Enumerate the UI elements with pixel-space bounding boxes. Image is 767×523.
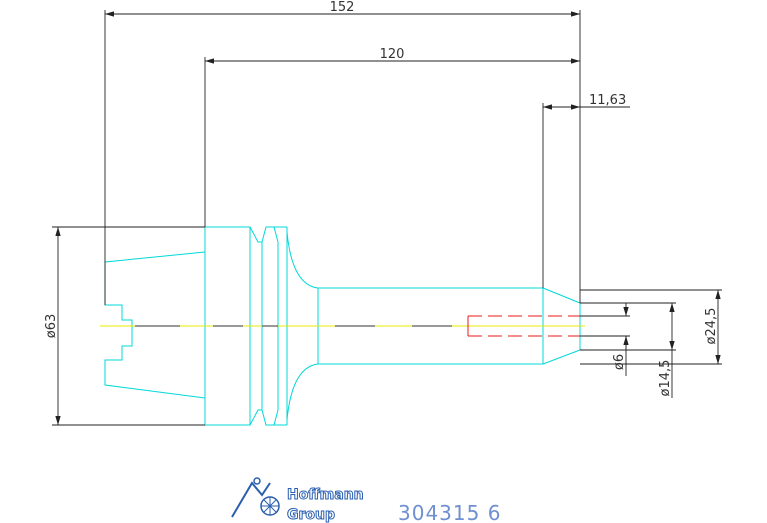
- brand-name-line2: Group: [287, 507, 335, 523]
- dimension-overall-length: 152: [104, 0, 581, 305]
- dimension-14-5-label: ø14,5: [658, 360, 673, 397]
- part-number: 304315 6: [398, 501, 501, 523]
- dimension-6-label: ø6: [612, 354, 627, 370]
- dimension-right-diameters: ø6 ø14,5 ø24,5: [580, 289, 722, 398]
- dimension-120-label: 120: [380, 47, 405, 62]
- brand-name-line1: Hoffmann: [287, 487, 364, 503]
- dimension-tip-length: 11,63: [542, 93, 630, 288]
- dimension-shank-length: 120: [204, 47, 580, 227]
- tool-holder-outline: [104, 226, 581, 426]
- dimension-24-5-label: ø24,5: [704, 308, 719, 345]
- dimension-11-63-label: 11,63: [589, 93, 626, 108]
- dimension-63-label: ø63: [44, 314, 59, 339]
- dimension-flange-diameter: ø63: [44, 226, 205, 426]
- hoffmann-logo-icon: [231, 477, 280, 518]
- hidden-bore: [467, 315, 580, 337]
- dimension-152-label: 152: [330, 0, 355, 15]
